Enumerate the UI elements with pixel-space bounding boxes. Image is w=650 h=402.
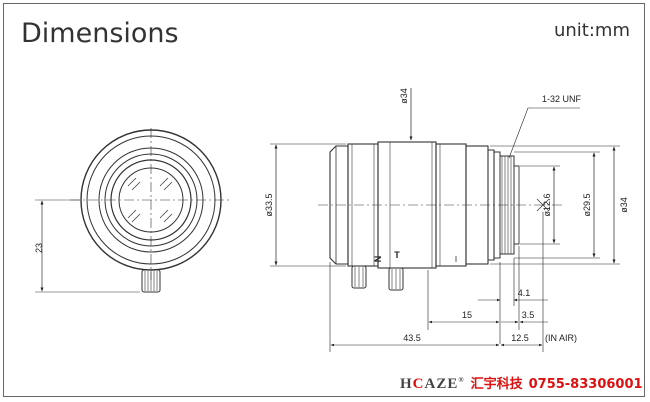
top-diameter-label: ø34 (399, 88, 409, 104)
brand-logo: HCAZE® (400, 376, 465, 393)
dim-15: 15 (462, 310, 472, 320)
side-view (318, 141, 565, 291)
front-view (35, 128, 232, 293)
outer-diameter-label: ø34 (619, 197, 629, 213)
logo-letters-aze: AZE (424, 376, 459, 392)
thread-spec-label: 1-32 UNF (542, 94, 582, 104)
drawing-frame (3, 3, 645, 397)
page-title: Dimensions (21, 18, 179, 49)
side-dimensions (270, 88, 620, 352)
ring-mark-t: T (394, 250, 400, 260)
front-glass (118, 167, 184, 233)
logo-letter-h: H (400, 376, 413, 392)
front-height-label: 23 (34, 243, 44, 253)
front-thumb-screw (141, 269, 161, 293)
phone-number: 0755-83306001 (528, 377, 643, 392)
dim-12-5: 12.5 (511, 333, 529, 343)
dim-43-5: 43.5 (403, 333, 421, 343)
ring-mark-n: N (373, 256, 383, 263)
dim-4-1: 4.1 (518, 288, 531, 298)
in-air-note: (IN AIR) (545, 333, 577, 343)
logo-letter-c: C (412, 376, 425, 392)
registered-mark: ® (458, 376, 465, 384)
footer-brand: HCAZE® 汇宇科技 0755-83306001 (400, 373, 643, 393)
inner-diameter-label: ø12.6 (542, 193, 552, 216)
dim-3-5: 3.5 (522, 310, 535, 320)
company-name: 汇宇科技 (470, 377, 523, 392)
unit-label: unit:mm (553, 20, 630, 41)
body-diameter-label: ø33.5 (264, 193, 274, 216)
mount-diameter-label: ø29.5 (582, 193, 592, 216)
